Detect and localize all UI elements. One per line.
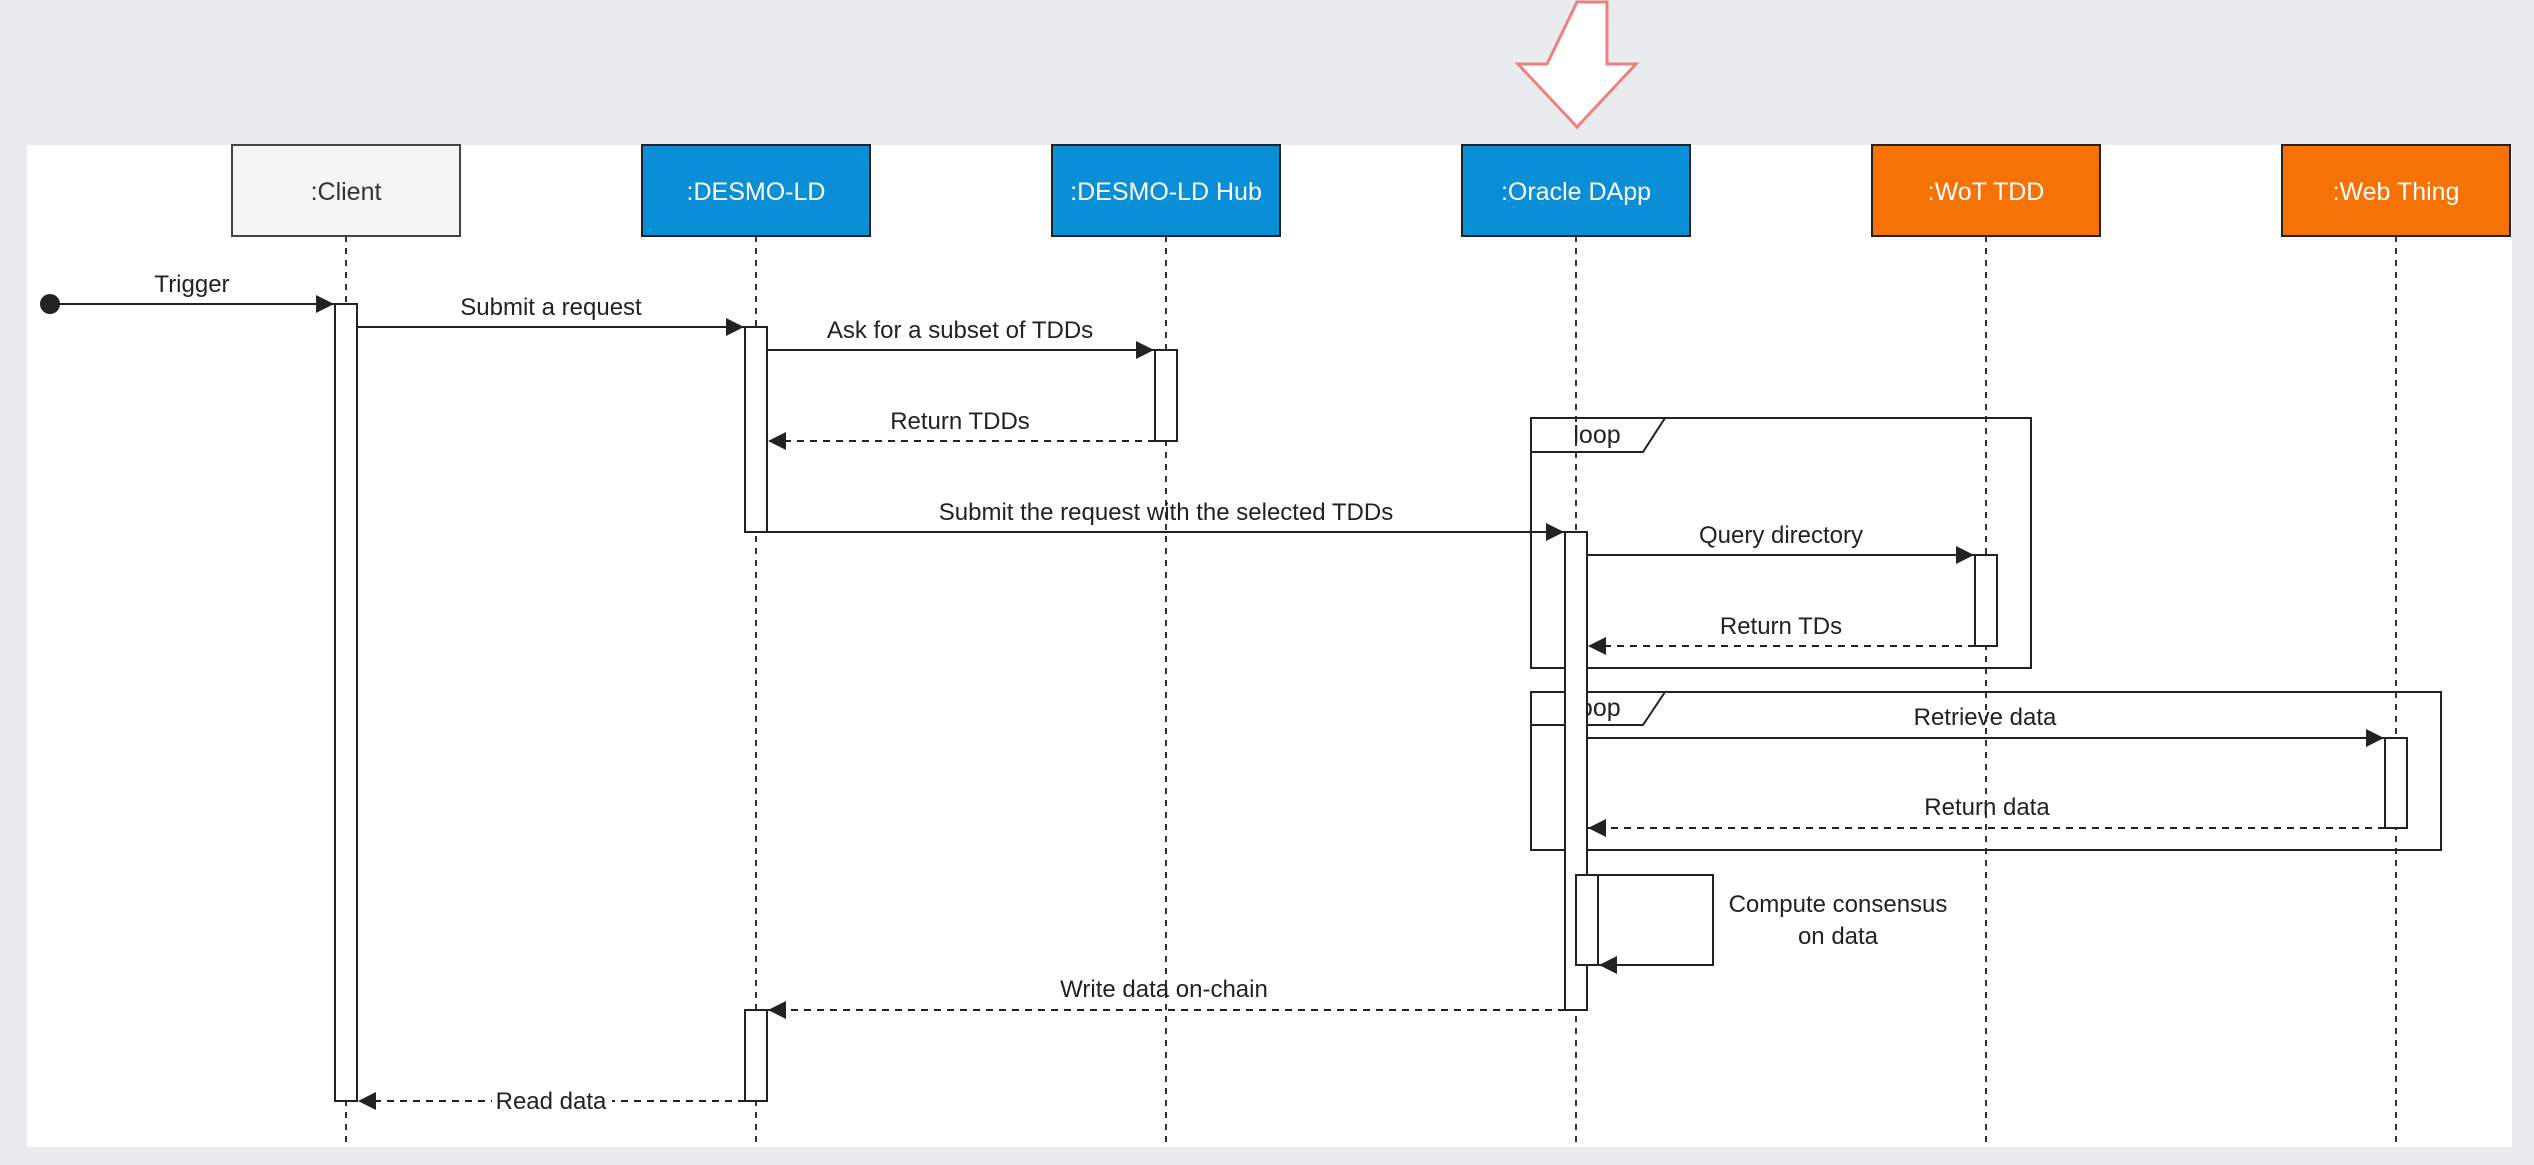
participant-wot-tdd[interactable]: :WoT TDD bbox=[1871, 144, 2101, 237]
activation-bars bbox=[334, 303, 2408, 1102]
message-label: Submit a request bbox=[460, 294, 642, 321]
message-label: Return TDs bbox=[1720, 613, 1842, 640]
message-label: Return data bbox=[1924, 794, 2050, 821]
participant-desmo-ld[interactable]: :DESMO-LD bbox=[641, 144, 871, 237]
activation-bar bbox=[744, 326, 768, 533]
message-label: Ask for a subset of TDDs bbox=[827, 317, 1093, 344]
message-label: Retrieve data bbox=[1914, 704, 2057, 731]
message-label-line: on data bbox=[1798, 923, 1879, 950]
participant-desmo-ld-hub[interactable]: :DESMO-LD Hub bbox=[1051, 144, 1281, 237]
activation-bar bbox=[1575, 874, 1599, 966]
message-label: Compute consensus on data bbox=[1729, 891, 1948, 950]
activation-bar bbox=[1154, 349, 1178, 442]
message-label: Trigger bbox=[154, 271, 229, 298]
loop-fragment: loop bbox=[1530, 417, 2032, 669]
activation-bar bbox=[334, 303, 358, 1102]
participant-oracle-dapp[interactable]: :Oracle DApp bbox=[1461, 144, 1691, 237]
message-label: Read data bbox=[496, 1088, 607, 1115]
self-message-arrow bbox=[1598, 874, 1714, 974]
messages: Trigger Submit a request Ask for a subse… bbox=[40, 271, 2385, 1115]
participant-web-thing[interactable]: :Web Thing bbox=[2281, 144, 2511, 237]
message-label: Submit the request with the selected TDD… bbox=[939, 499, 1393, 526]
diagram-canvas bbox=[27, 145, 2512, 1147]
participant-label: :Oracle DApp bbox=[1501, 178, 1651, 206]
participant-label: :DESMO-LD bbox=[687, 178, 826, 206]
participant-label: :Client bbox=[311, 178, 382, 206]
label-background bbox=[492, 1088, 612, 1114]
activation-bar bbox=[2384, 737, 2408, 829]
participant-label: :DESMO-LD Hub bbox=[1070, 178, 1262, 206]
activation-bar bbox=[744, 1009, 768, 1102]
message-label: Query directory bbox=[1699, 522, 1863, 549]
participant-client[interactable]: :Client bbox=[231, 144, 461, 237]
activation-bar bbox=[1974, 554, 1998, 647]
participant-label: :WoT TDD bbox=[1928, 178, 2045, 206]
message-label-line: Compute consensus bbox=[1729, 891, 1948, 918]
message-label: Return TDDs bbox=[890, 408, 1030, 435]
participant-label: :Web Thing bbox=[2333, 178, 2460, 206]
message-label: Write data on-chain bbox=[1060, 976, 1268, 1003]
fragment-operator-label: loop bbox=[1573, 421, 1620, 449]
indicator-down-arrow-icon bbox=[1514, 0, 1640, 130]
